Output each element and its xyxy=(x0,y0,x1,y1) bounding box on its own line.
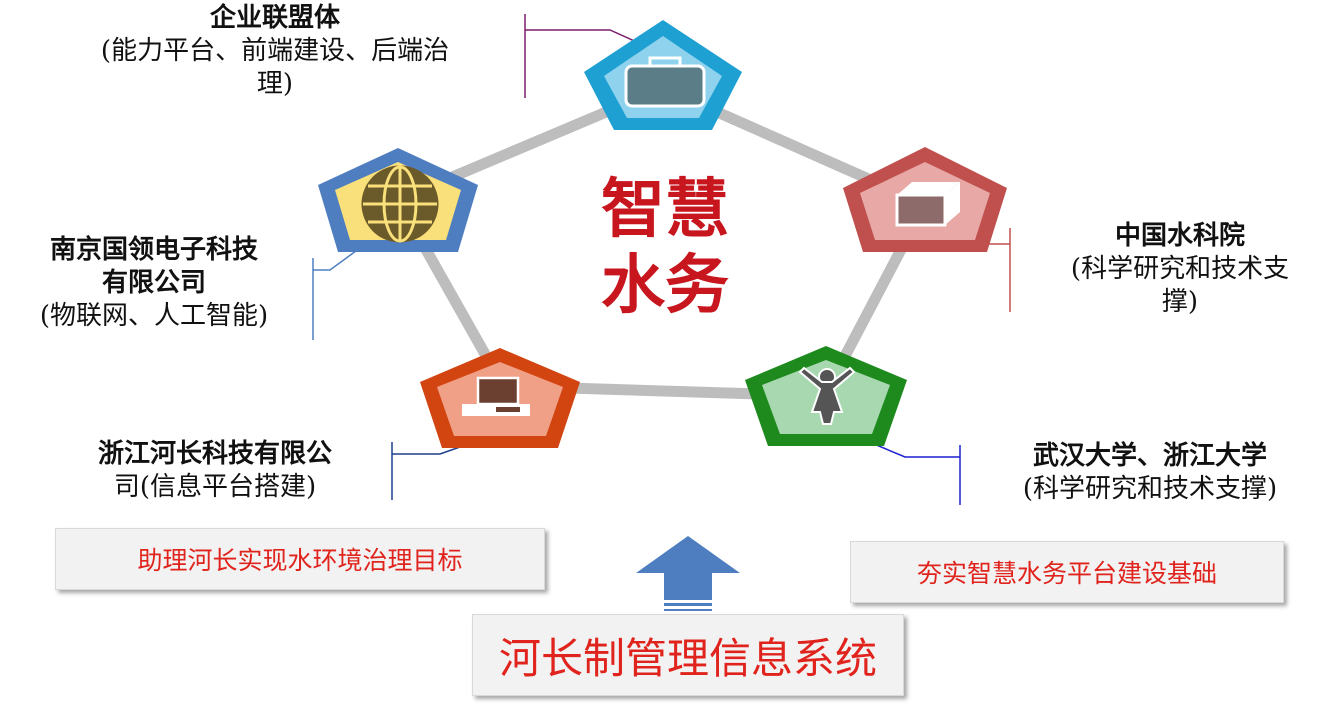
center-title-line1: 智慧 xyxy=(601,172,729,247)
box-bottom-system: 河长制管理信息系统 xyxy=(472,614,904,696)
label-right-sub2: 撑) xyxy=(1161,287,1199,317)
computer-icon xyxy=(462,376,530,416)
label-right-sub1: (科学研究和技术支 xyxy=(1070,254,1290,284)
node-bottom-left xyxy=(420,348,580,448)
callout-left xyxy=(312,247,361,340)
label-bottom-left-title: 浙江河长科技有限公 xyxy=(97,439,332,469)
box-right-foundation: 夯实智慧水务平台建设基础 xyxy=(850,541,1284,603)
box-icon xyxy=(895,182,960,227)
callout-bottom-right xyxy=(854,435,961,505)
label-bottom-right: 武汉大学、浙江大学 (科学研究和技术支撑) xyxy=(985,440,1315,506)
box-left-goal: 助理河长实现水环境治理目标 xyxy=(55,528,545,590)
label-left-title1: 南京国领电子科技 xyxy=(49,235,258,265)
label-bottom-right-sub: (科学研究和技术支撑) xyxy=(1022,474,1278,504)
label-bottom-left: 浙江河长科技有限公 司(信息平台搭建) xyxy=(50,438,380,504)
up-arrow xyxy=(636,536,740,611)
callout-bottom-left xyxy=(391,439,481,500)
label-top-sub2: 理) xyxy=(256,69,294,99)
node-left xyxy=(318,148,478,252)
label-top: 企业联盟体 (能力平台、前端建设、后端治 理) xyxy=(40,2,510,101)
label-left-title2: 有限公司 xyxy=(101,268,206,298)
center-title-line2: 水务 xyxy=(601,248,729,323)
briefcase-icon xyxy=(624,56,706,108)
label-top-sub1: (能力平台、前端建设、后端治 xyxy=(100,36,450,66)
node-top xyxy=(584,20,742,130)
node-bottom-right xyxy=(745,346,907,446)
label-bottom-left-sub: 司(信息平台搭建) xyxy=(113,472,317,502)
center-title: 智慧 水务 xyxy=(560,172,770,324)
label-right-title: 中国水科院 xyxy=(1114,221,1245,251)
label-bottom-right-title: 武汉大学、浙江大学 xyxy=(1032,441,1267,471)
label-top-title: 企业联盟体 xyxy=(209,3,340,33)
label-right: 中国水科院 (科学研究和技术支 撑) xyxy=(1030,220,1330,319)
node-right xyxy=(843,147,1007,252)
label-left-sub: (物联网、人工智能) xyxy=(39,301,269,331)
globe-icon xyxy=(361,165,439,243)
label-left: 南京国领电子科技 有限公司 (物联网、人工智能) xyxy=(4,234,304,333)
person-icon xyxy=(798,366,856,425)
